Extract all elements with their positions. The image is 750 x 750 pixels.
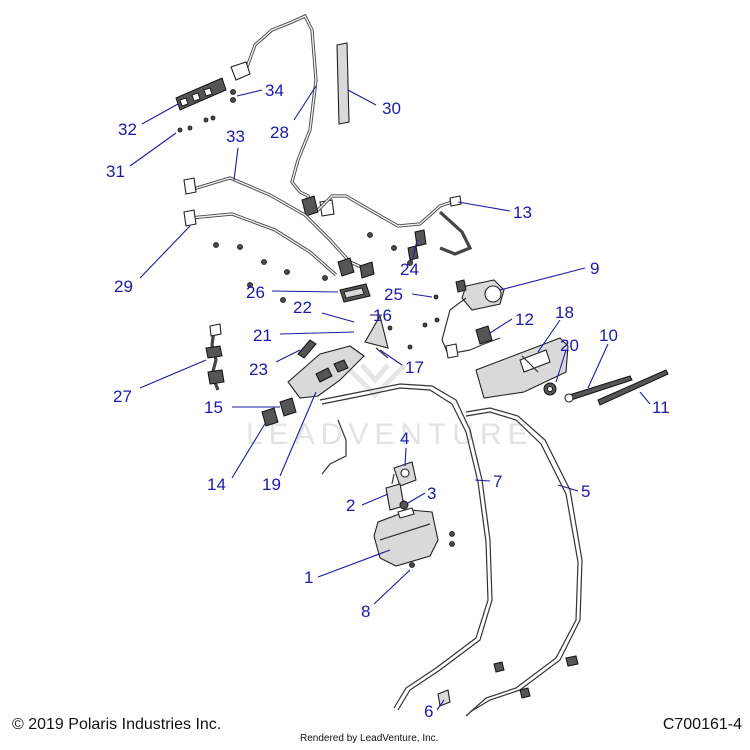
- part-32-switch-panel: [175, 77, 227, 111]
- leader-5: [557, 484, 579, 492]
- callout-28[interactable]: 28: [270, 123, 289, 142]
- leader-26: [271, 290, 339, 293]
- callout-16[interactable]: 16: [373, 306, 392, 325]
- leader-20: [555, 349, 567, 383]
- callout-5[interactable]: 5: [581, 482, 590, 501]
- leader-9: [499, 267, 586, 291]
- leader-6: [436, 699, 445, 711]
- callout-24[interactable]: 24: [400, 260, 419, 279]
- part-9-wiper-motor: [441, 279, 505, 355]
- part-10-wiper-arm: [564, 375, 633, 403]
- callout-31[interactable]: 31: [106, 162, 125, 181]
- callout-23[interactable]: 23: [249, 360, 268, 379]
- part-1-reservoir: [373, 507, 439, 567]
- leader-18: [537, 319, 561, 353]
- diagram-code: C700161-4: [662, 716, 742, 733]
- leader-22: [321, 312, 355, 323]
- part-14-15-switches: [261, 397, 297, 427]
- leader-23: [275, 349, 301, 363]
- leader-lines: [129, 85, 651, 711]
- leader-4: [404, 447, 407, 467]
- part-30-strip: [336, 42, 350, 125]
- leader-11: [639, 391, 651, 405]
- callout-30[interactable]: 30: [382, 99, 401, 118]
- leader-3: [407, 492, 426, 504]
- callout-11[interactable]: 11: [652, 398, 670, 417]
- callout-22[interactable]: 22: [293, 298, 312, 317]
- leader-32: [141, 103, 179, 125]
- part-20-grommet: [543, 382, 557, 396]
- leader-2: [361, 493, 389, 506]
- callout-8[interactable]: 8: [361, 602, 370, 621]
- part-16-bracket: [364, 314, 389, 359]
- part-13-cable: [316, 194, 473, 261]
- callout-7[interactable]: 7: [493, 472, 502, 491]
- part-5-washer-line: [465, 407, 583, 717]
- callouts: 1 2 3 4 5 6 7 8 9 10 11 12 13 14 15 16 1…: [106, 81, 670, 721]
- leader-8: [373, 569, 411, 605]
- part-12-connector: [445, 325, 501, 359]
- callout-32[interactable]: 32: [118, 120, 137, 139]
- callout-4[interactable]: 4: [400, 429, 409, 448]
- leader-31: [129, 132, 177, 167]
- part-27-pigtail: [205, 323, 225, 391]
- leader-27: [139, 359, 207, 389]
- callout-9[interactable]: 9: [590, 259, 599, 278]
- part-3-grommet: [399, 500, 409, 510]
- callout-18[interactable]: 18: [555, 303, 574, 322]
- part-6-grommet: [437, 689, 451, 707]
- leader-24: [411, 239, 418, 263]
- callout-21[interactable]: 21: [253, 326, 272, 345]
- callout-34[interactable]: 34: [265, 81, 284, 100]
- callout-29[interactable]: 29: [114, 277, 133, 296]
- callout-13[interactable]: 13: [513, 203, 532, 222]
- leader-29: [139, 225, 191, 279]
- leader-10: [587, 343, 609, 389]
- part-19-mount-panel: [287, 345, 365, 399]
- callout-17[interactable]: 17: [405, 358, 424, 377]
- part-4-cap: [393, 461, 417, 487]
- callout-20[interactable]: 20: [560, 336, 579, 355]
- leader-34: [236, 89, 263, 97]
- rendered-by-text: Rendered by LeadVenture, Inc.: [300, 733, 439, 744]
- callout-25[interactable]: 25: [384, 285, 403, 304]
- callout-1[interactable]: 1: [304, 568, 313, 587]
- part-11-wiper-blade: [597, 369, 669, 406]
- callout-26[interactable]: 26: [246, 283, 265, 302]
- leader-14: [231, 421, 267, 479]
- callout-3[interactable]: 3: [427, 484, 436, 503]
- leader-13: [457, 201, 511, 212]
- leader-25: [411, 293, 433, 298]
- leader-19: [279, 391, 317, 477]
- part-23-clip: [297, 339, 317, 359]
- leader-28: [293, 85, 317, 121]
- callout-2[interactable]: 2: [346, 496, 355, 515]
- callout-15[interactable]: 15: [204, 398, 223, 417]
- part-26-plate: [339, 283, 371, 303]
- callout-10[interactable]: 10: [599, 326, 618, 345]
- part-18-cover: [475, 337, 569, 399]
- small-fasteners: [177, 89, 455, 568]
- leader-17: [379, 349, 403, 366]
- leader-30: [347, 89, 377, 106]
- part-33-29-harness: [183, 176, 375, 279]
- leader-7: [474, 479, 491, 482]
- callout-27[interactable]: 27: [113, 387, 132, 406]
- callout-6[interactable]: 6: [424, 702, 433, 721]
- callout-19[interactable]: 19: [262, 475, 281, 494]
- copyright-text: © 2019 Polaris Industries Inc.: [12, 716, 222, 733]
- leader-1: [317, 549, 391, 578]
- callout-12[interactable]: 12: [515, 310, 534, 329]
- leader-21: [279, 331, 355, 335]
- callout-14[interactable]: 14: [207, 475, 226, 494]
- bottom-clips: [493, 655, 579, 699]
- watermark-text: LEADVENTURE: [246, 418, 534, 451]
- callout-33[interactable]: 33: [226, 127, 245, 146]
- leader-12: [489, 318, 513, 334]
- leader-33: [233, 147, 239, 181]
